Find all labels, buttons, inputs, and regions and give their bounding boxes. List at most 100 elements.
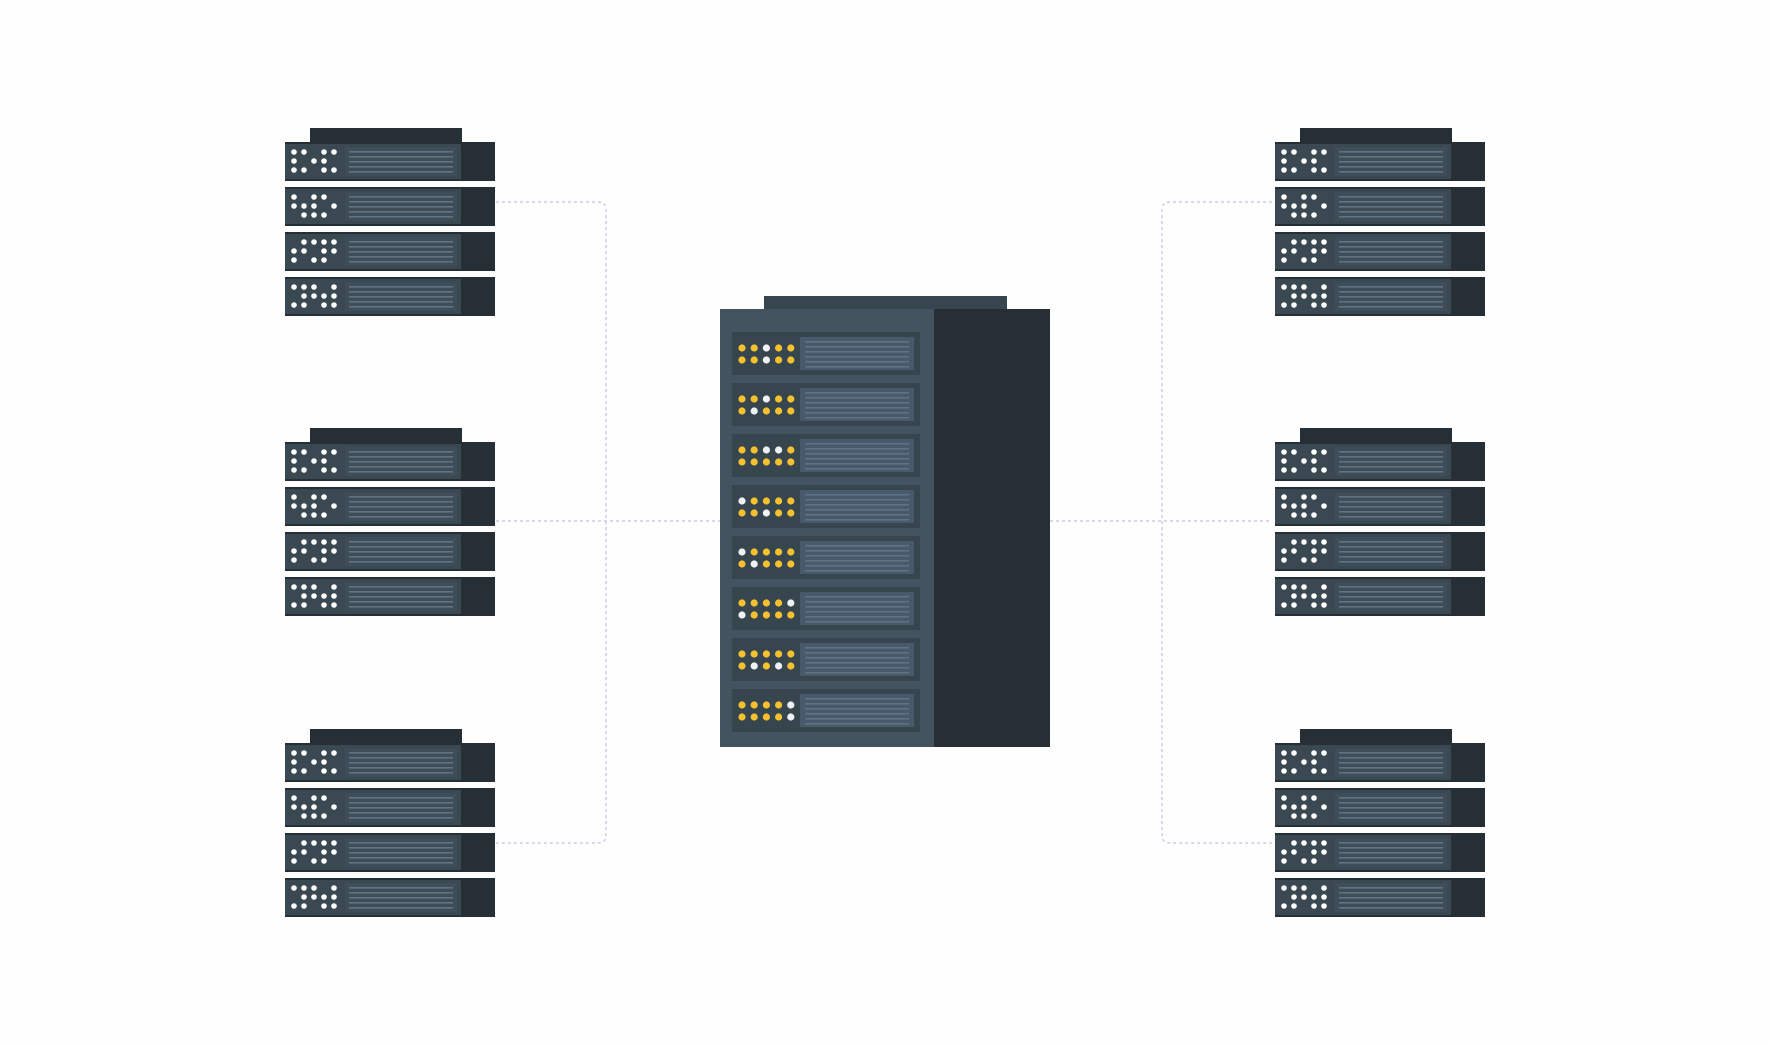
stack-vent-line [349,286,453,288]
rack-led [787,599,795,607]
stack-vent-line [349,551,453,553]
rack-led [750,497,758,505]
rack-led [787,356,795,364]
stack-led [291,194,297,200]
rack-led [762,701,771,709]
rack-vent-line [805,468,909,470]
stack-led [1281,203,1287,209]
rack-led [762,446,771,454]
stack-vent-line [1339,506,1443,508]
rack-vent-line [805,718,909,720]
stack-led [301,239,307,245]
stack-led [1301,894,1307,900]
rack-led [787,662,795,670]
stack-vent-line [1339,797,1443,799]
rack-vent-line [805,545,909,547]
stack-vent-line [349,797,453,799]
stack-vent-line [1339,516,1443,518]
stack-led [301,203,307,209]
stack-top [310,729,462,743]
stack-led [1311,458,1317,464]
stack-led [291,149,297,155]
rack-vent-line [805,616,909,618]
stack-vent-line [349,296,453,298]
stack-vent-line [349,892,453,894]
stack-led [1291,813,1297,819]
stack-vent-line [1339,546,1443,548]
stack-vent-line [1339,551,1443,553]
stack-vent-line [349,862,453,864]
stack-vent-line [349,772,453,774]
stack-led [1311,903,1317,909]
stack-led [331,248,337,254]
stack-vent-line [1339,156,1443,158]
stack-led [301,903,307,909]
stack-led [321,494,327,500]
stack-led [301,593,307,599]
stack-led [1301,194,1307,200]
stack-led [1291,750,1297,756]
stack-led [1321,503,1327,509]
stack-led [291,903,297,909]
stack-led [1311,557,1317,563]
stack-vent-line [1339,291,1443,293]
stack-led [1311,167,1317,173]
rack-led [775,509,783,517]
stack-led [1291,512,1297,518]
stack-vent-line [1339,561,1443,563]
stack-led [1301,539,1307,545]
stack-top [310,428,462,442]
rack-led [738,662,746,670]
rack-led [775,611,783,619]
rack-led [762,599,771,607]
stack-led [1311,302,1317,308]
stack-led [291,759,297,765]
stack-led [1321,903,1327,909]
rack-led [762,548,771,556]
stack-led [1311,158,1317,164]
stack-led [1301,503,1307,509]
stack-led [321,149,327,155]
stack-vent-line [349,291,453,293]
stack-led [291,849,297,855]
stack-vent-line [349,301,453,303]
stack-vent-line [349,802,453,804]
rack-led [787,497,795,505]
stack-vent-line [349,206,453,208]
stack-led [321,858,327,864]
stack-led [1321,302,1327,308]
stack-vent-line [349,511,453,513]
rack-led [750,509,758,517]
rack-vent-line [805,417,909,419]
rack-vent-line [805,647,909,649]
rack-led [787,701,795,709]
stack-vent-line [349,541,453,543]
stack-led [301,302,307,308]
rack-led [775,344,783,352]
stack-led [1301,512,1307,518]
stack-led [1281,759,1287,765]
stack-led [321,194,327,200]
stack-vent-line [1339,897,1443,899]
stack-vent-line [349,171,453,173]
stack-vent-line [349,506,453,508]
connector-line [1161,201,1272,844]
stack-led [1301,840,1307,846]
rack-vent-line [805,448,909,450]
stack-led [1301,759,1307,765]
stack-vent-line [1339,196,1443,198]
stack-led [1311,840,1317,846]
stack-vent-line [349,471,453,473]
stack-led [301,584,307,590]
rack-vent-line [805,463,909,465]
stack-led [291,503,297,509]
stack-led [331,584,337,590]
stack-led [1281,849,1287,855]
stack-led [321,539,327,545]
stack-led [321,302,327,308]
stack-vent-line [1339,817,1443,819]
stack-led [1281,858,1287,864]
stack-led [1291,885,1297,891]
rack-vent-line [805,698,909,700]
